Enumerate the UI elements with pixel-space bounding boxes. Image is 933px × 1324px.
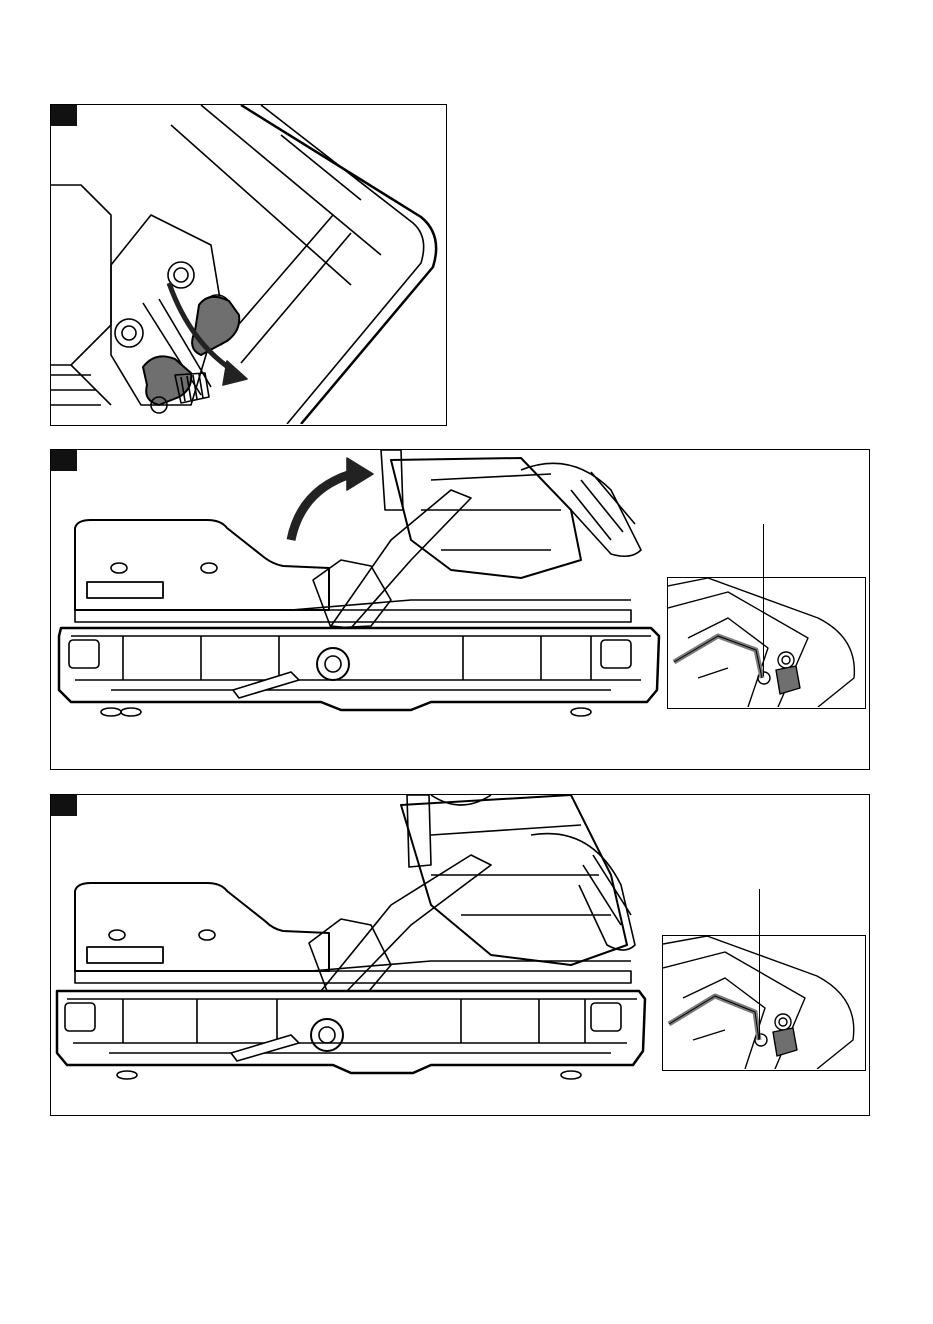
inset-screw-top	[778, 652, 794, 668]
figure-2-inset-drawing	[668, 578, 864, 707]
fence-label	[87, 582, 163, 598]
bevel-knob	[317, 648, 349, 680]
fence-slot-left	[109, 930, 125, 940]
motor-housing	[391, 458, 581, 578]
foot-left	[117, 1071, 137, 1079]
fence-slot-left	[111, 563, 127, 573]
fence-panel	[75, 883, 329, 971]
figure-3-callout-line	[759, 889, 760, 1039]
figure-2-callout-line	[763, 524, 764, 676]
figure-3-inset-drawing	[663, 936, 864, 1069]
screw-hole-left	[115, 319, 143, 347]
table-top	[75, 610, 631, 622]
housing-ridge	[221, 215, 351, 363]
right-handle	[601, 640, 631, 668]
bevel-lock-lever	[231, 1035, 299, 1061]
foot-left	[101, 708, 121, 716]
foot-mid-left	[121, 708, 141, 716]
foot-right	[571, 708, 591, 716]
figure-2-panel	[50, 449, 870, 770]
left-frame	[51, 185, 111, 365]
blade-guard	[407, 795, 431, 867]
figure-1-drawing	[51, 105, 445, 424]
figure-1-panel	[50, 104, 447, 426]
pivot-column	[313, 560, 391, 628]
figure-2-detail-inset	[667, 577, 866, 709]
left-frame-ribs	[51, 365, 111, 405]
right-handle	[591, 1003, 621, 1031]
foot-right	[561, 1071, 581, 1079]
figure-3-detail-inset	[662, 935, 866, 1071]
bevel-lock-lever	[233, 672, 299, 698]
curved-arrow-icon	[291, 474, 351, 540]
inset-lever	[773, 1028, 797, 1056]
saw-housing-outline	[241, 105, 436, 424]
saw-base	[59, 628, 659, 710]
table-top	[75, 971, 631, 983]
bevel-knob	[311, 1019, 343, 1051]
saw-base	[57, 991, 645, 1073]
fence-slot-right	[199, 930, 215, 940]
saw-head-group	[331, 450, 641, 628]
left-handle	[65, 1003, 95, 1031]
left-handle	[69, 640, 99, 668]
handle-grip	[531, 834, 635, 950]
fence-label	[87, 947, 163, 963]
locking-lever-upper	[192, 297, 239, 355]
inset-lever	[776, 666, 800, 694]
housing-panel-line	[171, 105, 381, 285]
fence-slot-right	[201, 563, 217, 573]
figure-3-panel	[50, 794, 870, 1116]
inset-screw-top	[775, 1014, 791, 1030]
